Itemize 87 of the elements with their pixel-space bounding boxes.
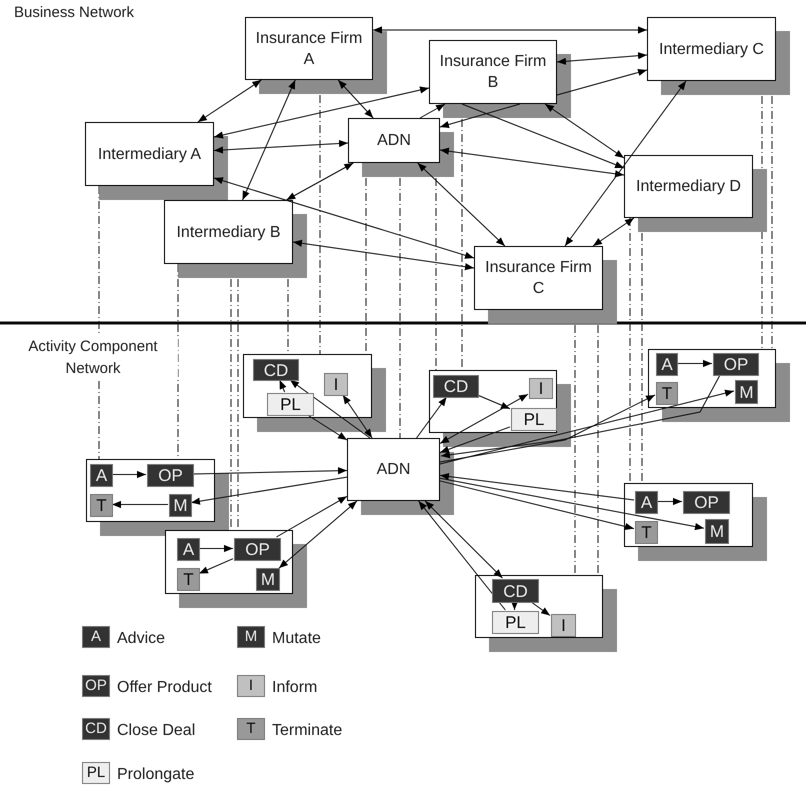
arrow: [462, 104, 624, 168]
arrow: [530, 602, 550, 616]
legend-label: Close Deal: [117, 721, 196, 741]
arrow: [478, 394, 510, 410]
arrow: [112, 500, 168, 508]
activity-component: CD: [492, 579, 539, 603]
arrow: [440, 148, 624, 178]
arrow: [197, 80, 262, 122]
arrow: [307, 414, 348, 440]
arrow: [440, 394, 656, 462]
activity-component: PL: [267, 393, 314, 416]
activity-component: OP: [234, 538, 281, 561]
legend-swatch: PL: [82, 762, 110, 784]
arrow: [592, 218, 634, 246]
activity-component: PL: [492, 611, 539, 634]
arrow: [510, 601, 518, 610]
activity-component: M: [169, 494, 192, 517]
activity-component: OP: [683, 491, 730, 514]
arrow: [292, 240, 474, 270]
arrow: [276, 496, 348, 538]
arrow: [198, 544, 234, 552]
arrow: [440, 426, 510, 453]
arrow: [192, 467, 348, 474]
arrow: [286, 162, 354, 200]
arrow: [656, 498, 682, 506]
arrow: [440, 480, 634, 530]
legend-swatch: T: [237, 718, 265, 740]
section-title: Business Network: [14, 3, 134, 23]
arrow: [290, 380, 370, 438]
arrow: [440, 374, 720, 458]
arrow: [440, 104, 520, 128]
activity-component: CD: [253, 359, 299, 381]
arrow: [544, 104, 624, 158]
legend-label: Mutate: [272, 629, 321, 649]
activity-component: M: [705, 519, 729, 544]
legend-swatch: M: [237, 626, 265, 648]
arrow: [198, 558, 234, 574]
arrow: [190, 476, 348, 505]
activity-component: I: [551, 614, 576, 637]
arrow: [242, 80, 296, 200]
activity-component: I: [324, 373, 348, 396]
arrow: [279, 380, 286, 392]
activity-component: A: [656, 353, 678, 376]
arrow: [440, 390, 734, 464]
legend-swatch: OP: [82, 675, 110, 697]
arrow: [416, 396, 448, 438]
legend-label: Offer Product: [117, 678, 212, 698]
arrow: [214, 86, 430, 138]
arrow: [556, 68, 648, 96]
activity-component: A: [635, 491, 658, 514]
arrow: [214, 140, 348, 154]
arrow: [112, 470, 146, 478]
activity-component: T: [177, 568, 200, 591]
arrow: [338, 80, 374, 118]
legend-swatch: I: [237, 675, 265, 697]
activity-component: M: [256, 568, 280, 591]
arrow: [278, 500, 358, 569]
activity-component: T: [656, 382, 678, 405]
activity-component: T: [635, 521, 658, 544]
legend-swatch: CD: [82, 718, 110, 740]
arrow: [440, 472, 634, 501]
arrow: [440, 478, 704, 530]
activity-component: PL: [511, 408, 557, 431]
activity-component: M: [735, 380, 758, 404]
activity-component: CD: [433, 375, 479, 398]
arrow: [342, 394, 373, 438]
arrow: [424, 500, 503, 578]
legend-label: Advice: [117, 629, 166, 649]
activity-component: OP: [147, 464, 194, 487]
arrow: [556, 52, 648, 65]
arrow: [440, 394, 528, 444]
arrow: [420, 104, 446, 118]
activity-component: I: [529, 378, 553, 399]
legend-label: Terminate: [272, 721, 342, 741]
legend-label: Prolongate: [117, 765, 194, 785]
legend-label: Inform: [272, 678, 318, 698]
arrow: [214, 177, 474, 259]
activity-component: T: [90, 494, 113, 517]
activity-component: OP: [713, 353, 759, 376]
arrow: [372, 26, 648, 34]
activity-component: A: [90, 464, 113, 487]
arrow: [676, 360, 712, 368]
arrow: [417, 162, 506, 246]
arrow: [418, 500, 506, 610]
arrow: [564, 80, 686, 246]
activity-component: A: [177, 538, 200, 561]
legend-swatch: A: [82, 626, 110, 648]
